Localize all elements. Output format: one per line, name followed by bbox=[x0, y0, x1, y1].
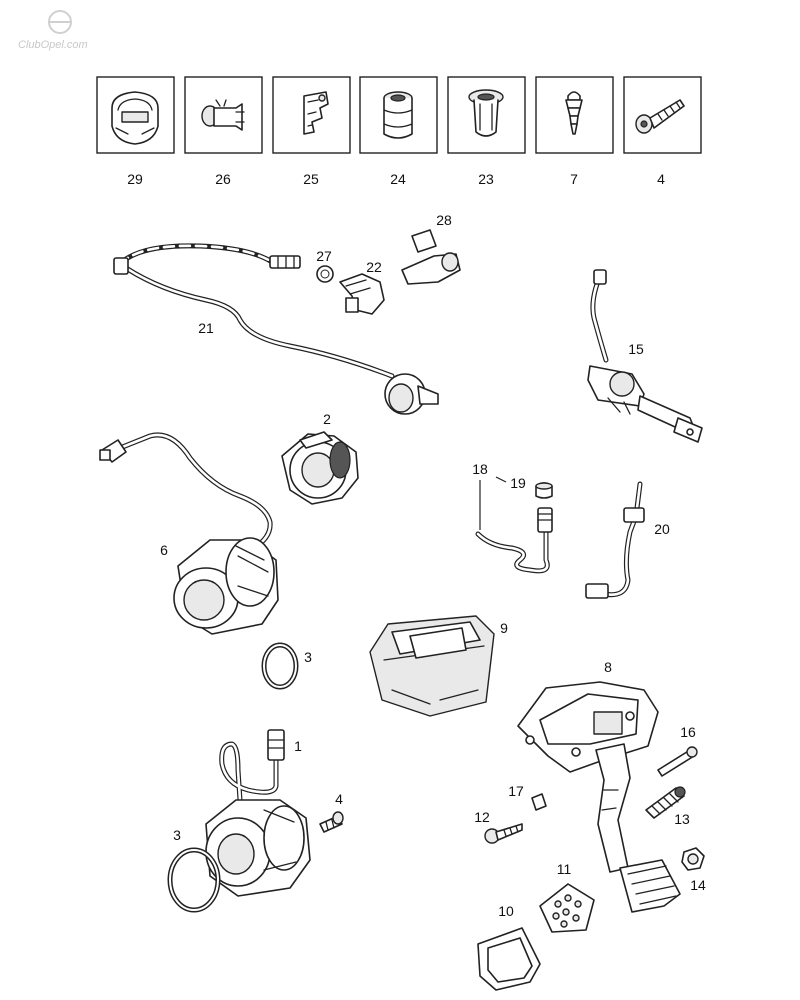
callout-2: 2 bbox=[323, 411, 331, 427]
thumbnail-row: 29 26 25 bbox=[96, 76, 702, 187]
part-22-connector[interactable] bbox=[339, 273, 385, 315]
callout-9: 9 bbox=[500, 620, 508, 636]
plug-icon bbox=[565, 91, 583, 135]
clip-fork-icon bbox=[201, 99, 245, 131]
callout-4: 4 bbox=[335, 791, 343, 807]
callout-27: 27 bbox=[316, 248, 332, 264]
callout-3b: 3 bbox=[173, 827, 181, 843]
thumb-label-4: 4 bbox=[657, 171, 665, 187]
thumb-box-4[interactable]: 4 bbox=[623, 76, 702, 187]
part-2-bearing[interactable] bbox=[281, 431, 359, 505]
watermark-text: ClubOpel.com bbox=[18, 39, 88, 51]
thumb-box-23[interactable]: 23 bbox=[447, 76, 526, 187]
part-12-screw[interactable] bbox=[484, 823, 523, 844]
thumb-label-26: 26 bbox=[215, 171, 231, 187]
thumb-label-25: 25 bbox=[303, 171, 319, 187]
callout-12: 12 bbox=[474, 809, 490, 825]
callout-8: 8 bbox=[604, 659, 612, 675]
part-9-cover[interactable] bbox=[369, 615, 495, 717]
watermark-logo: ClubOpel.com bbox=[18, 10, 88, 51]
part-19-cap[interactable] bbox=[535, 482, 553, 499]
thumb-box-24[interactable]: 24 bbox=[359, 76, 438, 187]
part-1-pipe-fitting[interactable] bbox=[219, 729, 285, 803]
callout-3a: 3 bbox=[304, 649, 312, 665]
callout-13: 13 bbox=[674, 811, 690, 827]
part-8-pedal-bracket[interactable] bbox=[517, 681, 659, 773]
thumb-label-29: 29 bbox=[127, 171, 143, 187]
thumb-box-29[interactable]: 29 bbox=[96, 76, 175, 187]
callout-14: 14 bbox=[690, 877, 706, 893]
callout-19: 19 bbox=[510, 475, 526, 491]
callout-6: 6 bbox=[160, 542, 168, 558]
callout-16: 16 bbox=[680, 724, 696, 740]
part-18-pipe[interactable] bbox=[475, 507, 553, 574]
part-13-screw[interactable] bbox=[645, 786, 686, 819]
callout-1: 1 bbox=[294, 738, 302, 754]
part-16-bolt[interactable] bbox=[657, 746, 698, 777]
callouts: 27 22 28 21 15 2 18 19 20 6 9 3 8 1 16 4… bbox=[160, 212, 706, 919]
part-14-nut[interactable] bbox=[681, 847, 705, 871]
part-4-bolt[interactable] bbox=[319, 811, 344, 833]
leader-19 bbox=[495, 476, 507, 483]
part-11-pedal-pad[interactable] bbox=[539, 883, 595, 933]
part-15-master-cylinder[interactable] bbox=[587, 269, 703, 443]
part-8-pedal-arm[interactable] bbox=[595, 743, 681, 913]
callout-28: 28 bbox=[436, 212, 452, 228]
callout-15: 15 bbox=[628, 341, 644, 357]
part-cylinder-lower[interactable] bbox=[205, 799, 311, 897]
part-20-pipe[interactable] bbox=[585, 481, 645, 599]
thumb-box-26[interactable]: 26 bbox=[184, 76, 263, 187]
part-10-pedal-pad[interactable] bbox=[477, 927, 541, 991]
thumb-box-25[interactable]: 25 bbox=[272, 76, 351, 187]
part-27-washer[interactable] bbox=[316, 265, 334, 283]
callout-22: 22 bbox=[366, 259, 382, 275]
part-3-oring-lower[interactable] bbox=[167, 847, 221, 913]
thumb-label-7: 7 bbox=[570, 171, 578, 187]
bolt-icon bbox=[635, 99, 685, 134]
callout-17: 17 bbox=[508, 783, 524, 799]
part-17-clip[interactable] bbox=[531, 793, 547, 811]
callout-18: 18 bbox=[472, 461, 488, 477]
part-21-hose[interactable] bbox=[113, 243, 439, 415]
callout-11: 11 bbox=[557, 861, 572, 877]
clip-ring-icon bbox=[111, 91, 159, 145]
part-6-slave-cylinder[interactable] bbox=[99, 432, 279, 635]
bushing-icon bbox=[383, 91, 413, 139]
thumb-label-24: 24 bbox=[390, 171, 406, 187]
part-28-connector[interactable] bbox=[401, 229, 461, 285]
grommet-icon bbox=[468, 89, 504, 137]
bracket-clip-icon bbox=[303, 91, 329, 135]
thumb-box-7[interactable]: 7 bbox=[535, 76, 614, 187]
callout-20: 20 bbox=[654, 521, 670, 537]
callout-10: 10 bbox=[498, 903, 514, 919]
thumb-label-23: 23 bbox=[478, 171, 494, 187]
callout-21: 21 bbox=[198, 320, 214, 336]
part-3-oring-upper[interactable] bbox=[261, 642, 299, 690]
